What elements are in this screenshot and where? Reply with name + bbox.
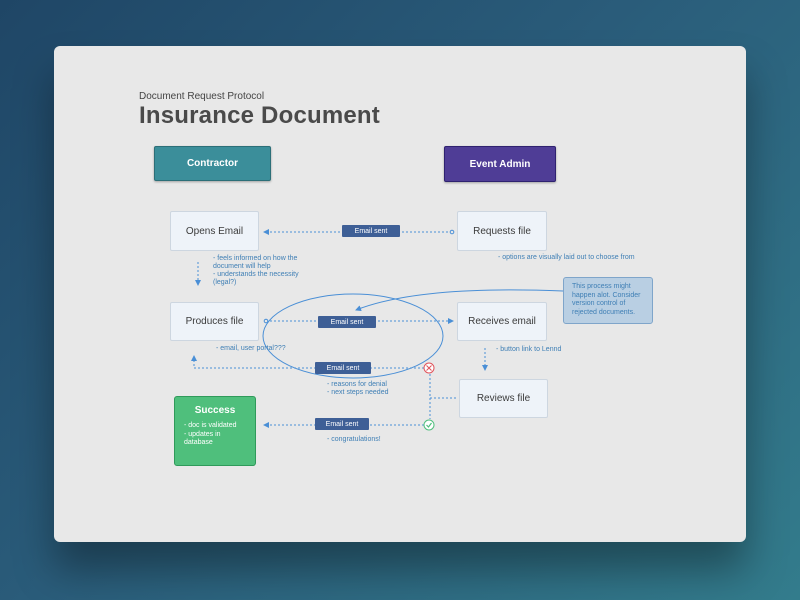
note-opens-email-line: document will help xyxy=(213,263,271,270)
node-receives-email: Receives email xyxy=(457,302,547,341)
callout-line: rejected documents. xyxy=(572,308,636,316)
note-receives-email: - button link to Lennd xyxy=(496,346,562,353)
diagram-title: Insurance Document xyxy=(139,102,380,129)
callout-line: This process might xyxy=(572,283,631,290)
reject-x-icon xyxy=(423,362,435,374)
edge-label-email-sent: Email sent xyxy=(315,362,371,374)
note-denial-line: - next steps needed xyxy=(327,389,389,396)
lane-header-contractor: Contractor xyxy=(154,146,271,181)
note-produces-file: - email, user portal??? xyxy=(216,345,286,352)
note-approval: - congratulations! xyxy=(327,436,381,443)
node-opens-email: Opens Email xyxy=(170,211,259,251)
success-line: - updates in xyxy=(184,430,221,438)
edge-label-email-sent: Email sent xyxy=(318,316,376,328)
note-opens-email-line: (legal?) xyxy=(213,279,237,286)
loop-ellipse xyxy=(262,293,444,379)
note-opens-email-line: - understands the necessity xyxy=(213,271,299,278)
success-line: - doc is validated xyxy=(184,422,237,429)
note-denial-line: - reasons for denial xyxy=(327,381,387,388)
approve-check-icon xyxy=(423,419,435,431)
note-opens-email-line: - feels informed on how the xyxy=(213,255,298,262)
connector-origin-dot xyxy=(449,229,455,235)
node-requests-file: Requests file xyxy=(457,211,547,251)
node-produces-file: Produces file xyxy=(170,302,259,341)
diagram-subtitle: Document Request Protocol xyxy=(139,91,265,102)
connector-origin-dot xyxy=(263,318,269,324)
node-reviews-file: Reviews file xyxy=(459,379,548,418)
success-line: database xyxy=(184,439,213,446)
success-title: Success xyxy=(194,405,236,416)
node-success: Success - doc is validated - updates in … xyxy=(174,396,256,466)
callout-note: This process might happen alot. Consider… xyxy=(563,277,653,324)
edge-label-email-sent: Email sent xyxy=(315,418,369,430)
callout-line: happen alot. Consider xyxy=(572,291,641,299)
edge-label-email-sent: Email sent xyxy=(342,225,400,237)
callout-line: version control of xyxy=(572,300,626,307)
note-requests-file: - options are visually laid out to choos… xyxy=(498,254,635,261)
connector-reject-to-produces xyxy=(191,355,424,369)
callout-connector xyxy=(355,289,564,311)
lane-header-event-admin: Event Admin xyxy=(444,146,556,182)
